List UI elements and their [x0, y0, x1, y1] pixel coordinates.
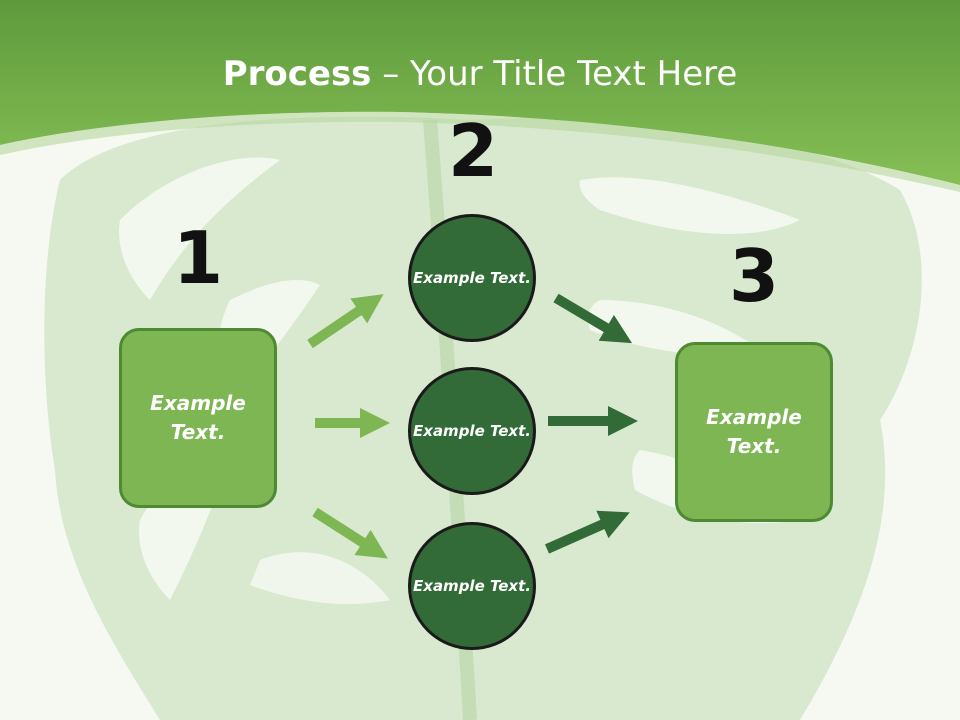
- step-2-circle-top: Example Text.: [408, 214, 536, 342]
- step-2-circle-bottom: Example Text.: [408, 522, 536, 650]
- circle-top-text: Example Text.: [413, 268, 531, 287]
- circle-bottom-text: Example Text.: [413, 576, 531, 595]
- step-number-1: 1: [172, 216, 224, 300]
- step-2-circle-middle: Example Text.: [408, 367, 536, 495]
- circle-middle-text: Example Text.: [413, 421, 531, 440]
- arrow-box1-to-circle-top: [307, 294, 384, 349]
- arrow-box1-to-circle-bottom: [312, 507, 388, 559]
- arrow-circle-top-to-box3: [553, 293, 633, 344]
- title-bold-text: Process: [222, 54, 372, 94]
- arrow-circle-bottom-to-box3: [544, 510, 630, 554]
- step-1-box: Example Text.: [119, 328, 277, 508]
- title-rest-text: – Your Title Text Here: [371, 54, 738, 94]
- step-3-box-text: Example Text.: [706, 405, 802, 458]
- step-number-3: 3: [728, 234, 780, 318]
- slide-title: Process – Your Title Text Here: [0, 52, 960, 96]
- step-3-box: Example Text.: [675, 342, 833, 522]
- step-number-2: 2: [447, 109, 499, 193]
- step-1-box-text: Example Text.: [150, 391, 246, 444]
